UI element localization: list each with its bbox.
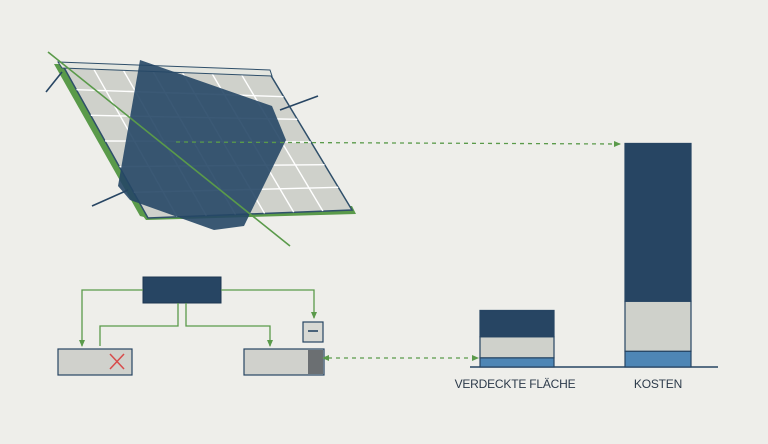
bar-segment-covered-area-0 [479,309,555,338]
shaded-module [57,348,133,376]
panel-accent-line-bottom [91,189,129,207]
wire-down-left [99,303,179,346]
panel-accent-line-left [45,71,63,93]
shading-shadow [118,60,286,230]
shading-line [47,51,291,247]
active-module-cap [308,350,323,374]
wire-from-inverter-right [221,289,317,319]
bypass-diode [302,321,324,343]
bar-segment-covered-area-2 [479,357,555,368]
bar-segment-covered-area-1 [479,336,555,359]
wire-down-right [185,303,273,347]
x-icon [109,353,125,370]
wire-to-left-module [79,289,143,347]
inverter-block [142,276,222,304]
category-label-covered-area: VERDECKTE FLÄCHE [454,377,576,391]
bypass-schematic [57,276,325,376]
category-label-cost: KOSTEN [633,377,683,391]
bar-segment-cost-0 [624,142,692,302]
connector-panel-to-cost [175,140,621,147]
bar-chart [479,142,692,368]
panel-accent-line-right [279,95,319,111]
solar-panel [45,51,356,247]
bar-segment-cost-2 [624,350,692,368]
bar-segment-cost-1 [624,300,692,352]
